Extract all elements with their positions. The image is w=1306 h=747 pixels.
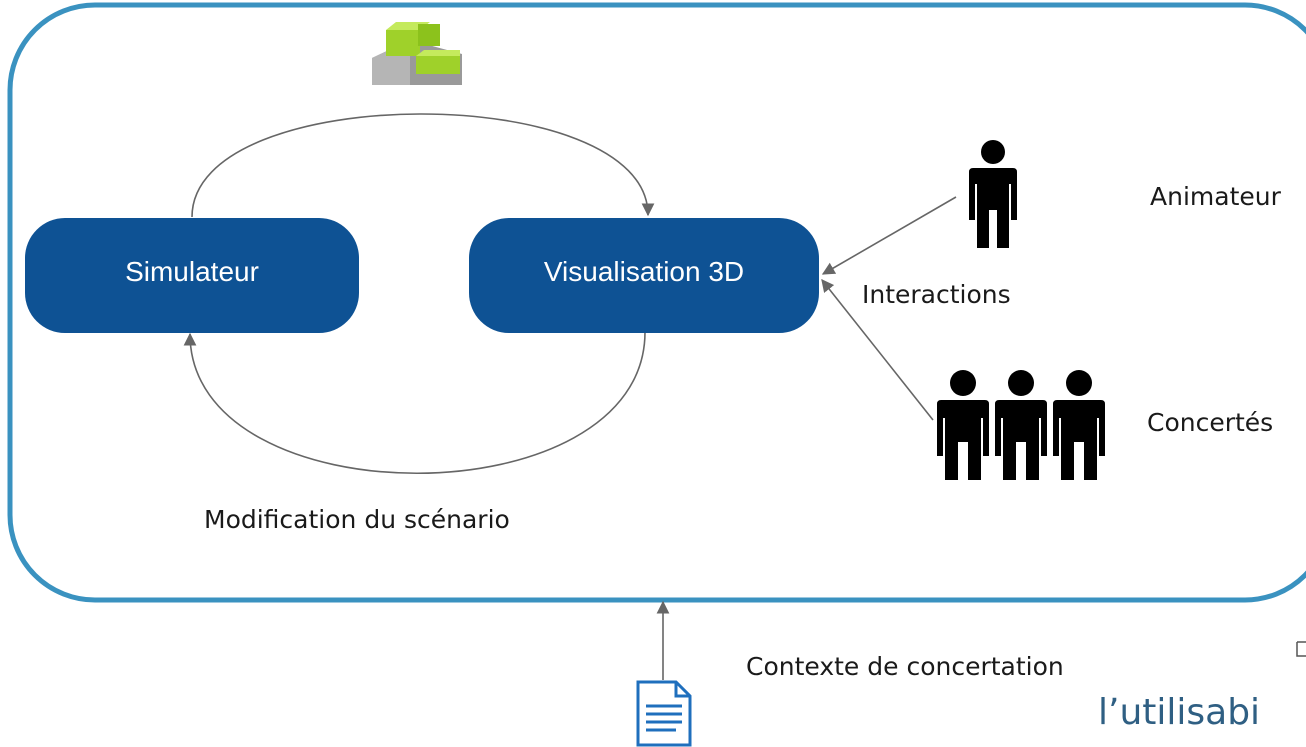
participant-person-icon	[937, 370, 989, 480]
document-icon	[636, 680, 692, 747]
partial-hand-icon	[1296, 641, 1306, 657]
participants-group-icon	[937, 370, 1105, 480]
bottom-flow-arrow	[183, 331, 646, 474]
facilitator-person-icon	[969, 140, 1017, 248]
participants-arrow	[821, 278, 934, 421]
facilitator-arrow	[821, 196, 957, 275]
building-model-icon	[372, 22, 462, 85]
participants-label: Concertés	[1147, 408, 1274, 437]
scenario-change-label: Modification du scénario	[204, 505, 510, 534]
visualisation-node[interactable]	[469, 218, 819, 333]
context-label: Contexte de concertation	[746, 652, 1064, 681]
simulator-node[interactable]	[25, 218, 359, 333]
system-frame	[7, 2, 1306, 603]
participant-person-icon	[995, 370, 1047, 480]
visualisation-label: Visualisation 3D	[543, 256, 745, 287]
top-flow-arrow	[191, 113, 655, 218]
partial-usability-text: l’utilisabi	[1098, 692, 1261, 733]
facilitator-label: Animateur	[1150, 182, 1281, 211]
participant-person-icon	[1053, 370, 1105, 480]
interactions-label: Interactions	[862, 280, 1011, 309]
simulator-label: Simulateur	[125, 256, 259, 287]
